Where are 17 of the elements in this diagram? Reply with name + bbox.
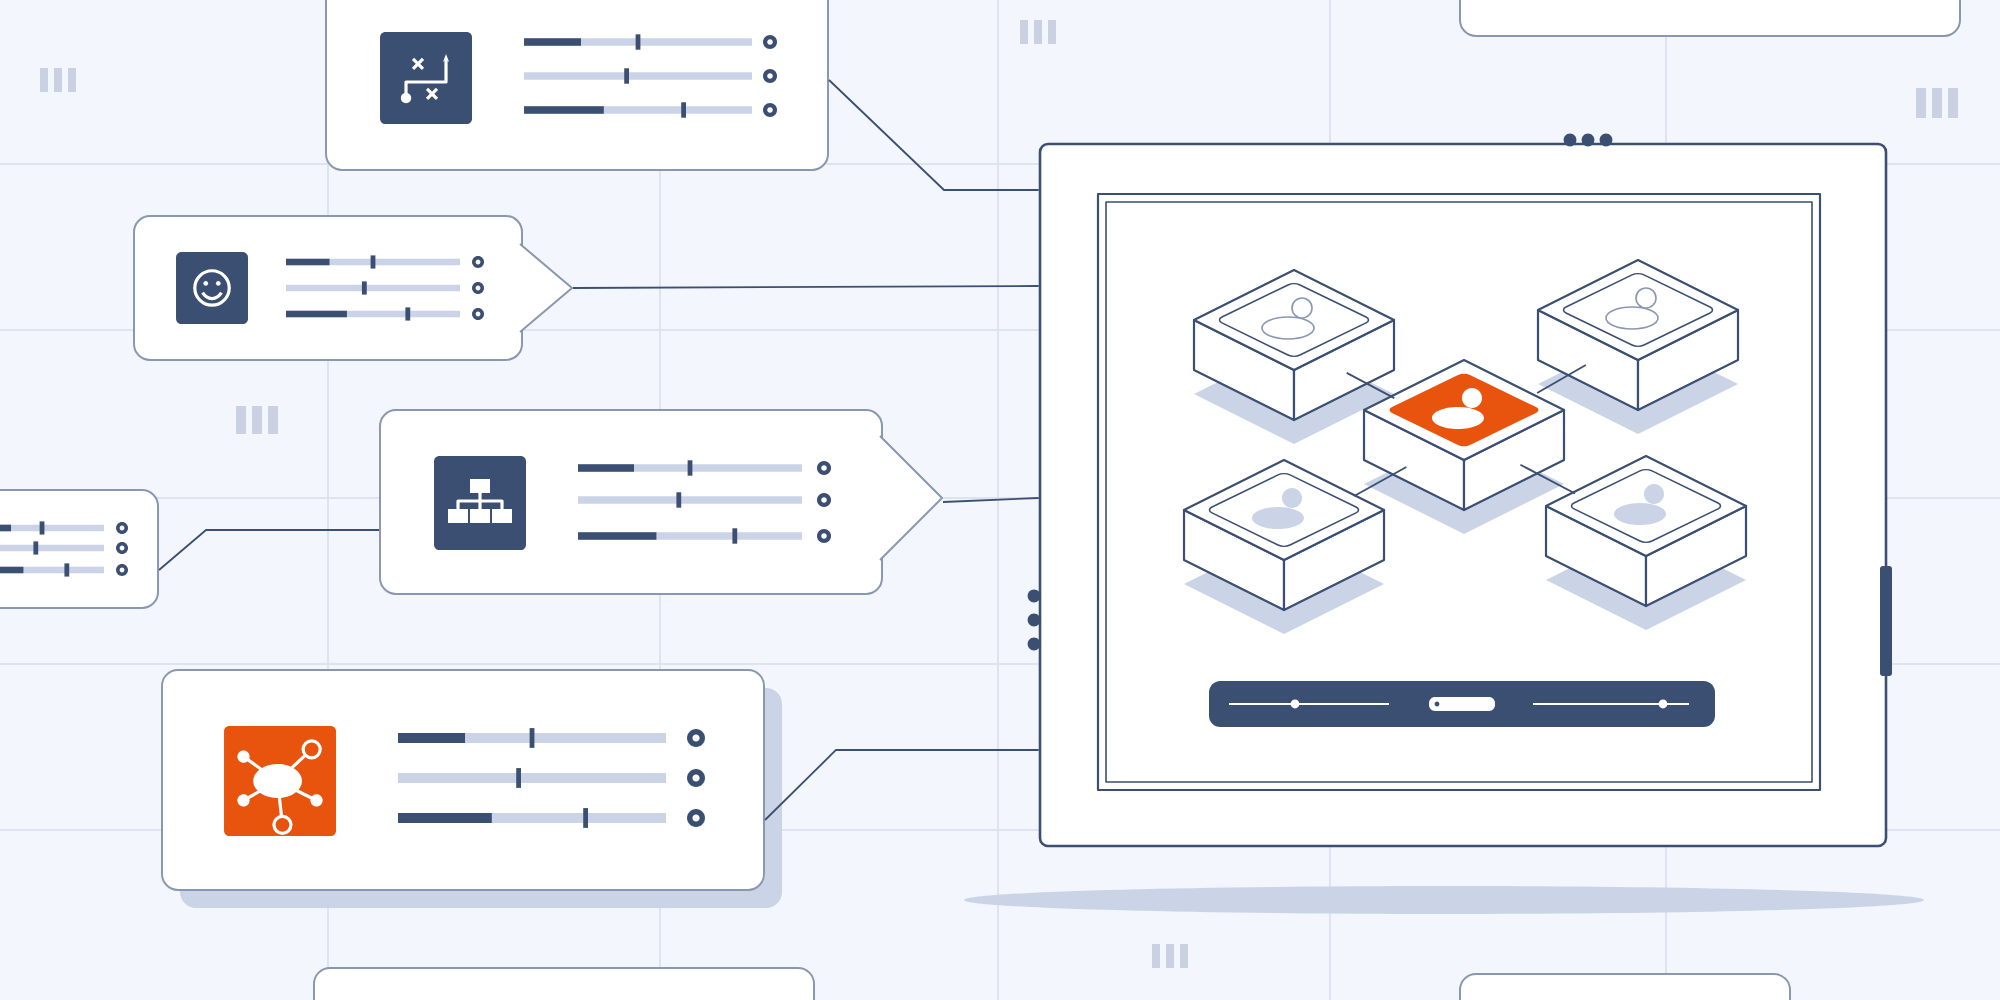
cube xyxy=(1362,358,1566,534)
connector-line xyxy=(158,529,380,571)
connector-line xyxy=(942,497,1040,503)
connector-line xyxy=(1353,466,1408,497)
connector-line xyxy=(1345,372,1396,399)
card xyxy=(1459,973,1791,1000)
connector-line xyxy=(828,79,1040,191)
connector-line xyxy=(1519,463,1576,495)
connector-line xyxy=(764,749,1040,821)
connector-line xyxy=(1536,364,1587,394)
connector-line xyxy=(572,285,1040,289)
card xyxy=(313,967,815,1000)
cube xyxy=(1182,458,1386,634)
cube xyxy=(1536,258,1740,434)
cube xyxy=(1544,454,1748,630)
cube xyxy=(1192,268,1396,444)
card xyxy=(1459,0,1961,37)
